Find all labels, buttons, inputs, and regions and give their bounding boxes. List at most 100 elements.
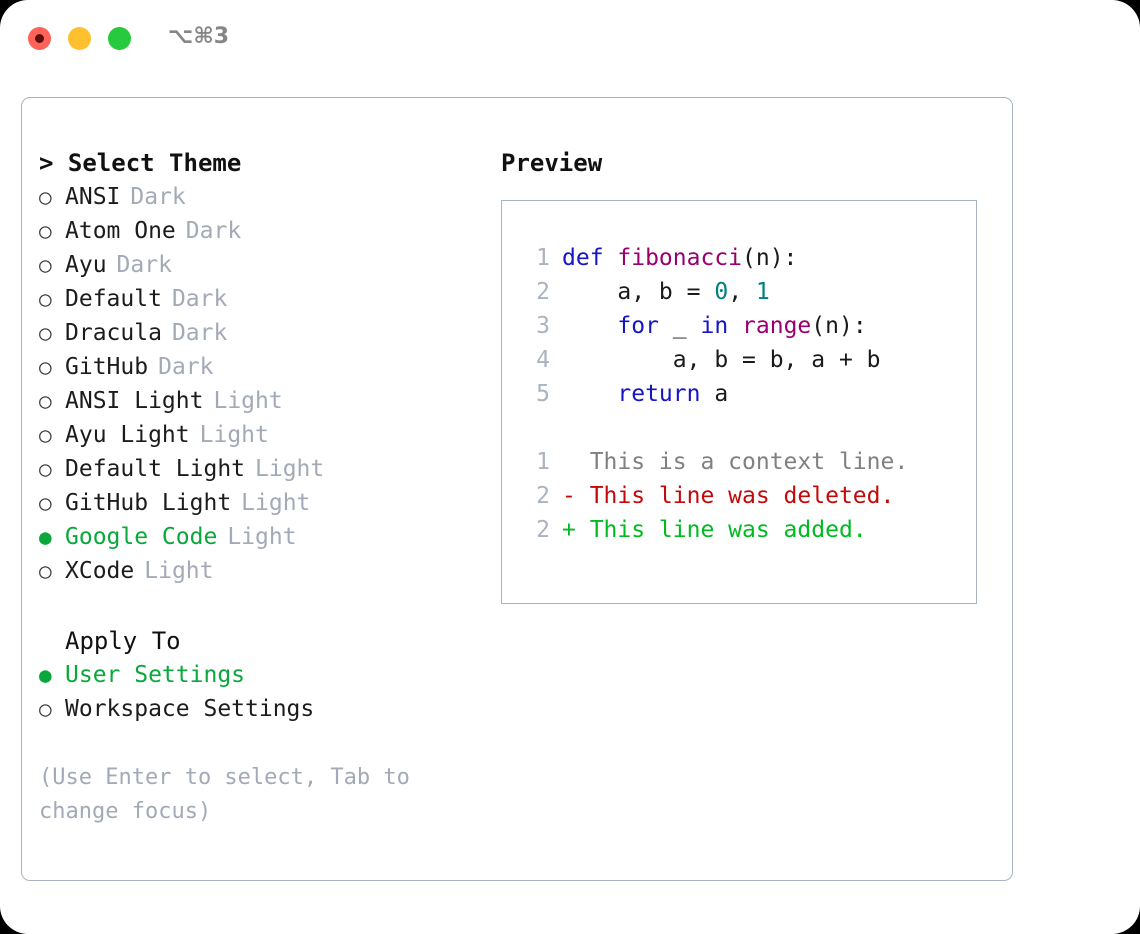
option-label: Workspace Settings [65, 696, 315, 722]
token-kw: return [617, 381, 701, 407]
radio-unselected-icon: ○ [39, 423, 52, 447]
line-number: 2 [536, 279, 550, 305]
radio-unselected-icon: ○ [39, 185, 52, 209]
radio-unselected-icon: ○ [39, 287, 52, 311]
code-line: 4 a, b = b, a + b [520, 343, 976, 377]
option-label: GitHub [65, 354, 149, 380]
diff-line: 2 - This line was deleted. [520, 479, 976, 513]
option-tag: Light [255, 456, 325, 482]
token-num: 0 [714, 279, 729, 305]
option-tag: Dark [116, 252, 172, 278]
token-pl: a [700, 381, 729, 407]
token-pl: (n): [811, 313, 867, 339]
token-fn: range [742, 313, 812, 339]
line-number: 3 [536, 313, 550, 339]
code-line: 1 def fibonacci(n): [520, 241, 976, 275]
code-line: 3 for _ in range(n): [520, 309, 976, 343]
radio-selected-icon: ● [39, 663, 52, 687]
code-text: a, b = b, a + b [562, 343, 881, 377]
radio-unselected-icon: ○ [39, 491, 52, 515]
code-text: a, b = 0, 1 [562, 275, 770, 309]
option-label: ANSI [65, 184, 121, 210]
option-label: Default Light [65, 456, 246, 482]
radio-unselected-icon: ○ [39, 355, 52, 379]
radio-unselected-icon: ○ [39, 559, 52, 583]
token-pl: (n): [742, 245, 798, 271]
radio-unselected-icon: ○ [39, 389, 52, 413]
diff-line: 1 This is a context line. [520, 445, 976, 479]
option-tag: Light [144, 558, 214, 584]
option-tag: Dark [171, 320, 228, 346]
diff-text: - This line was deleted. [562, 483, 895, 509]
option-label: User Settings [65, 662, 246, 688]
option-tag: Dark [130, 184, 186, 210]
diff-text: This is a context line. [562, 449, 909, 475]
title-bar: ⌥⌘3 [0, 0, 1140, 78]
token-pl [562, 381, 617, 407]
theme-option-8[interactable]: ○ Default Light Light [39, 452, 479, 486]
token-fn: fibonacci [617, 245, 743, 271]
diff-sample: 1 This is a context line. 2 - This line wa… [520, 445, 976, 547]
theme-option-9[interactable]: ○ GitHub Light Light [39, 486, 479, 520]
token-num: 1 [755, 279, 770, 305]
recording-indicator-icon [35, 34, 44, 43]
apply-to-list[interactable]: ● User Settings ○Workspace Settings [39, 658, 479, 726]
option-label: Ayu Light [65, 422, 190, 448]
preview-title: Preview [501, 149, 603, 177]
token-pl [562, 313, 617, 339]
code-line: 5 return a [520, 377, 976, 411]
line-number: 1 [536, 245, 550, 271]
token-pl: a, b = [562, 279, 715, 305]
theme-option-0[interactable]: ○ ANSI Dark [39, 180, 479, 214]
option-label: Ayu [65, 252, 107, 278]
option-label: ANSI Light [65, 388, 204, 414]
theme-option-11[interactable]: ○ XCode Light [39, 554, 479, 588]
radio-unselected-icon: ○ [39, 253, 52, 277]
radio-unselected-icon: ○ [39, 457, 52, 481]
line-number: 2 [536, 483, 550, 509]
token-pl: , [728, 279, 756, 305]
option-label: XCode [65, 558, 135, 584]
token-pl: a, b = b, a + b [562, 347, 881, 373]
line-number: 2 [536, 517, 550, 543]
diff-line: 2+ This line was added. [520, 513, 976, 547]
token-pl [728, 313, 742, 339]
option-tag: Light [241, 490, 311, 516]
apply-to-block: Apply To ●User Settings○Workspace Settin… [39, 624, 479, 726]
option-tag: Dark [171, 286, 228, 312]
spacer [520, 411, 976, 445]
line-number: 5 [536, 381, 550, 407]
option-tag: Dark [185, 218, 242, 244]
option-tag: Light [227, 524, 297, 550]
code-text: return a [562, 377, 728, 411]
option-label: Dracula [65, 320, 162, 346]
code-text: def fibonacci(n): [562, 241, 797, 275]
code-line: 2 a, b = 0, 1 [520, 275, 976, 309]
radio-selected-icon: ● [39, 525, 52, 549]
theme-option-2[interactable]: ○ Ayu Dark [39, 248, 479, 282]
token-kw: in [700, 313, 729, 339]
maximize-icon[interactable] [108, 27, 131, 50]
minimize-icon[interactable] [68, 27, 91, 50]
token-pl: _ [658, 313, 701, 339]
apply-option-0[interactable]: ● User Settings [39, 658, 479, 692]
line-number: 4 [536, 347, 550, 373]
select-theme-header: > Select Theme [39, 149, 242, 177]
option-label: GitHub Light [65, 490, 232, 516]
line-number: 1 [536, 449, 550, 475]
apply-option-1[interactable]: ○Workspace Settings [39, 692, 479, 726]
